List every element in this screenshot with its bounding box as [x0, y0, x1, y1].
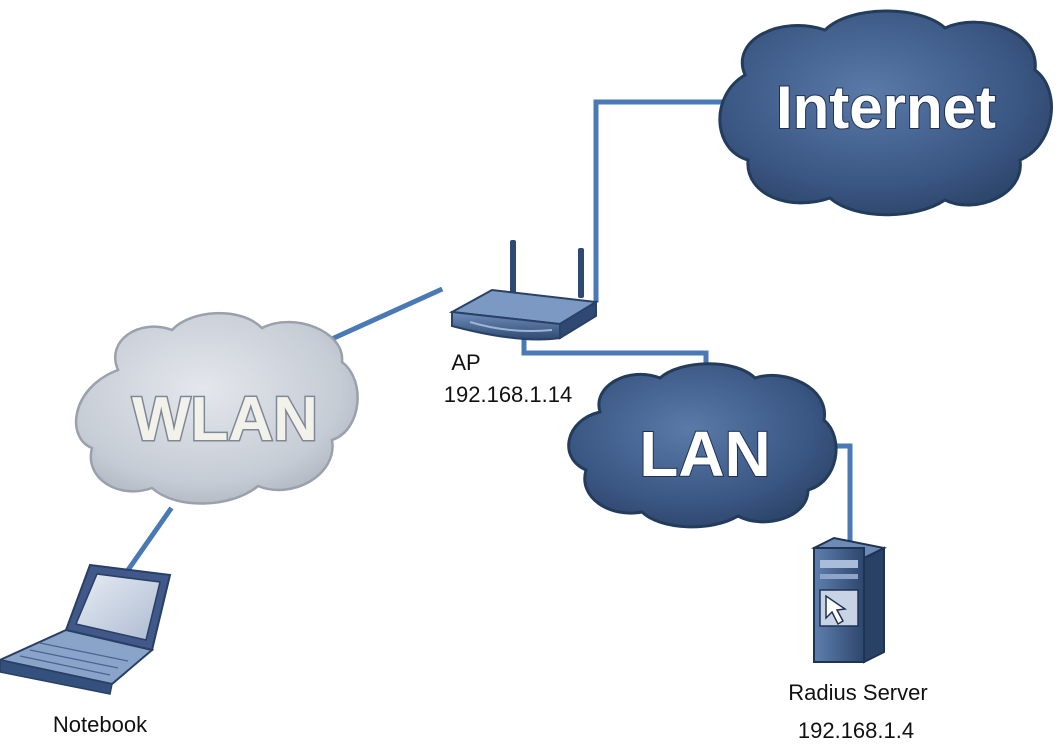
- notebook-device: Notebook: [0, 563, 172, 737]
- radius-ip: 192.168.1.4: [798, 718, 914, 743]
- internet-cloud-shape: [718, 9, 1053, 217]
- radius-name: Radius Server: [788, 680, 927, 705]
- radius-server-device: Radius Server 192.168.1.4: [788, 536, 928, 743]
- wlan-label: WLAN: [132, 385, 318, 454]
- ap-ip: 192.168.1.14: [444, 382, 572, 407]
- wireless-router-icon: [448, 240, 599, 341]
- lan-cloud: LAN: [567, 362, 838, 529]
- laptop-icon: [0, 563, 172, 695]
- internet-cloud: Internet: [718, 9, 1053, 217]
- link-wlan-notebook: [124, 506, 174, 574]
- internet-label: Internet: [776, 74, 996, 141]
- wlan-cloud: WLAN: [74, 311, 359, 505]
- notebook-name: Notebook: [53, 712, 148, 737]
- server-icon: [810, 536, 888, 664]
- ap-name: AP: [451, 350, 480, 375]
- link-ap-internet: [593, 99, 731, 303]
- ap-device: AP 192.168.1.14: [444, 240, 599, 407]
- lan-label: LAN: [639, 418, 771, 490]
- lan-cloud-shape: [567, 362, 838, 529]
- wlan-cloud-shape: [74, 311, 359, 505]
